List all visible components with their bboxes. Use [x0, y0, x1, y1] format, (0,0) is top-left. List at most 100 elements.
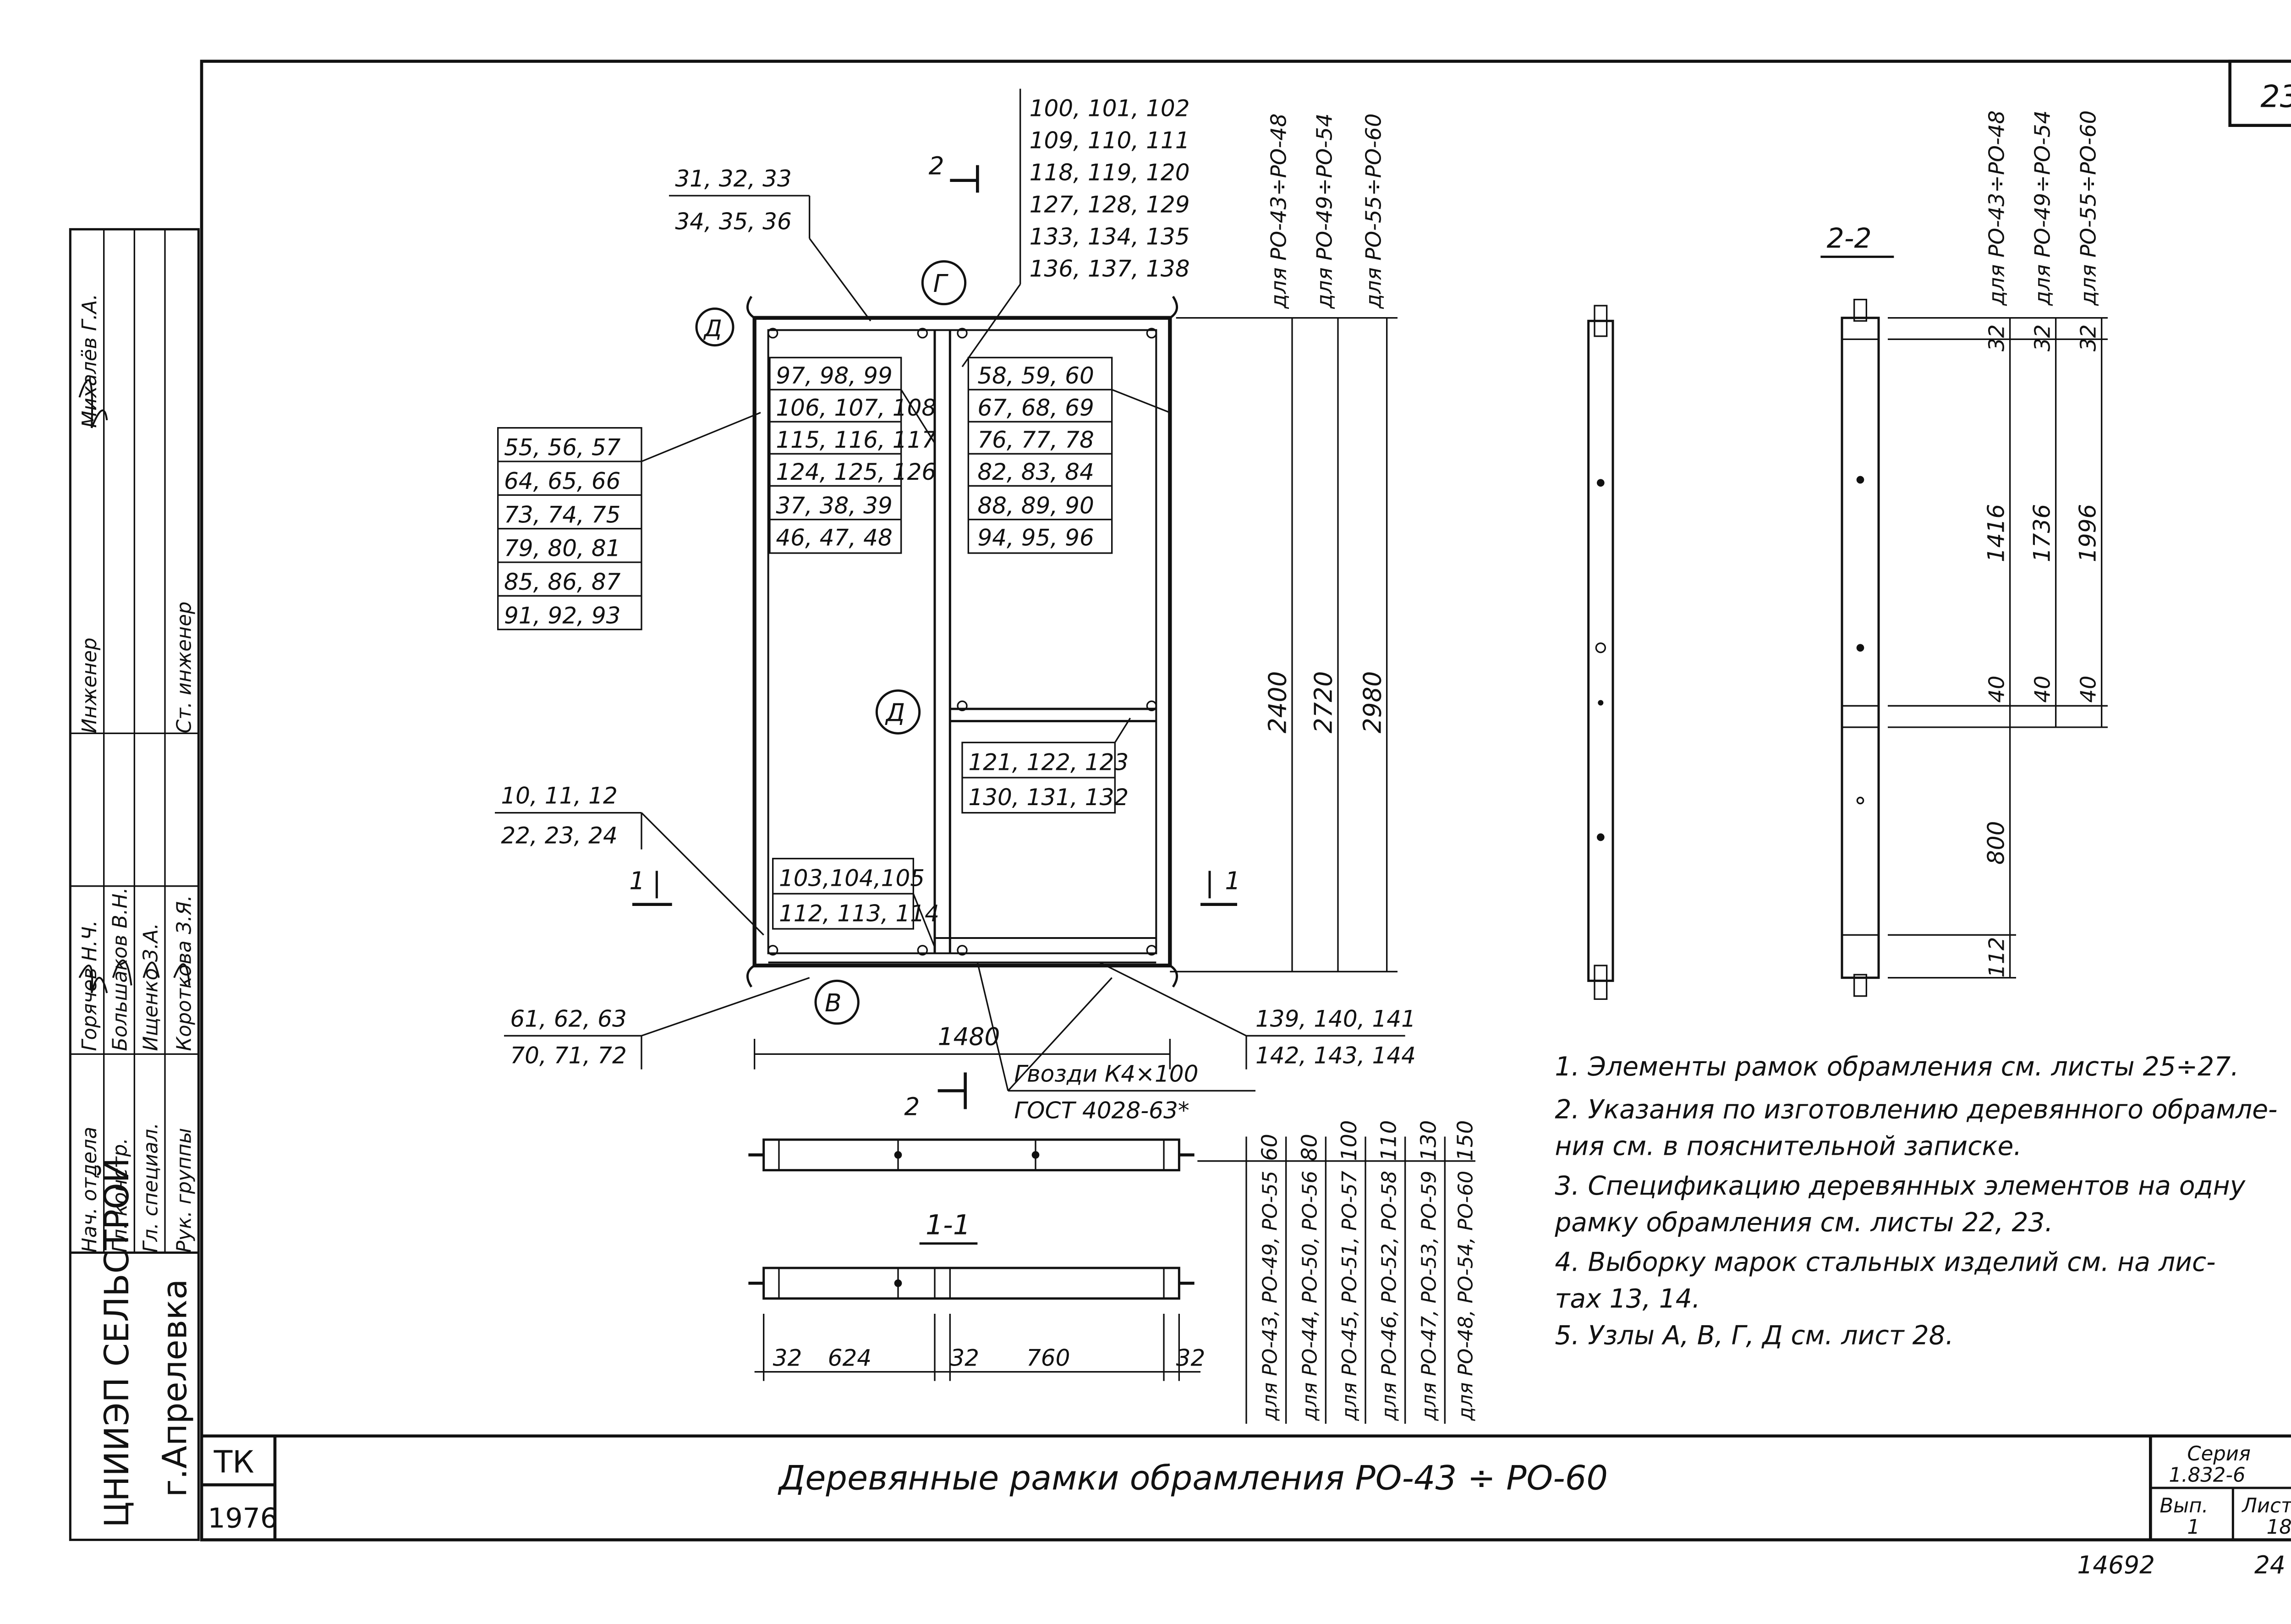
bottom-number-right: 24: [2254, 1551, 2286, 1580]
svg-text:для РО-49÷РО-54: для РО-49÷РО-54: [2030, 110, 2055, 306]
svg-text:106, 107, 108: 106, 107, 108: [776, 395, 936, 421]
sheet-number-box: [2228, 60, 2291, 127]
year: 1976: [208, 1503, 278, 1535]
svg-text:60: 60: [1258, 1134, 1283, 1161]
section-1-1-label: 1-1: [926, 1209, 970, 1241]
role-0: Нач. отдела: [78, 1127, 101, 1253]
main-view: Д Г Д В 2 2 1 1 31, 32, 33: [495, 88, 1416, 1124]
svg-text:82, 83, 84: 82, 83, 84: [977, 459, 1094, 485]
svg-text:127, 128, 129: 127, 128, 129: [1030, 192, 1190, 218]
sheet-value: 18: [2267, 1516, 2291, 1539]
group-lower-left: 10, 11, 12 22, 23, 24: [495, 783, 764, 936]
marker-v: [814, 979, 860, 1025]
role-3: Рук. группы: [173, 1128, 196, 1252]
svg-text:40: 40: [2076, 675, 2101, 702]
width-table: 60 80 100 110 130 150 для РО-43, РО-49, …: [1197, 1120, 1478, 1424]
svg-text:130: 130: [1416, 1120, 1441, 1161]
svg-text:121, 122, 123: 121, 122, 123: [968, 749, 1129, 775]
svg-text:1: 1: [629, 866, 645, 895]
svg-text:для РО-48, РО-54, РО-60: для РО-48, РО-54, РО-60: [1454, 1171, 1477, 1421]
svg-text:1416: 1416: [1983, 504, 2009, 562]
svg-text:для РО-49÷РО-54: для РО-49÷РО-54: [1313, 113, 1337, 309]
svg-text:136, 137, 138: 136, 137, 138: [1030, 256, 1190, 282]
svg-text:100: 100: [1337, 1120, 1362, 1161]
name-2: Ищенко З.А.: [139, 923, 162, 1051]
svg-text:22, 23, 24: 22, 23, 24: [501, 822, 617, 849]
svg-text:61, 62, 63: 61, 62, 63: [510, 1005, 626, 1032]
svg-text:103,104,105: 103,104,105: [779, 865, 925, 892]
group-top-left: 31, 32, 33 34, 35, 36: [669, 165, 871, 322]
svg-text:67, 68, 69: 67, 68, 69: [977, 395, 1094, 421]
side-member: [1587, 305, 1614, 1000]
role-2: Гл. специал.: [139, 1123, 162, 1253]
width-dimension: 1480: [754, 1022, 1171, 1070]
svg-text:1: 1: [1225, 866, 1240, 895]
svg-text:1480: 1480: [938, 1022, 1000, 1051]
sheet-frame: [200, 60, 2291, 1542]
svg-text:Гвозди К4×100: Гвозди К4×100: [1014, 1060, 1198, 1087]
issue-value: 1: [2187, 1516, 2200, 1539]
marker-d-top: [695, 307, 734, 347]
svg-text:32: 32: [950, 1344, 979, 1371]
svg-text:64, 65, 66: 64, 65, 66: [504, 468, 620, 494]
group-left-list: 55, 56, 57 64, 65, 66 73, 74, 75 79, 80,…: [497, 411, 761, 631]
svg-text:70, 71, 72: 70, 71, 72: [510, 1042, 626, 1069]
svg-text:112, 113, 114: 112, 113, 114: [779, 900, 939, 927]
svg-text:для РО-43, РО-49, РО-55: для РО-43, РО-49, РО-55: [1259, 1171, 1282, 1421]
role-5: Инженер: [78, 637, 101, 733]
svg-text:32: 32: [773, 1344, 802, 1371]
svg-text:для РО-46, РО-52, РО-58: для РО-46, РО-52, РО-58: [1378, 1171, 1401, 1421]
section-2-2: 2-2 32 32 32 1416 1736 1996 40 40 40 800…: [1820, 110, 2108, 997]
svg-text:55, 56, 57: 55, 56, 57: [504, 434, 621, 461]
svg-text:133, 134, 135: 133, 134, 135: [1030, 224, 1190, 250]
note-4: 4. Выборку марок стальных изделий см. на…: [1555, 1247, 2215, 1278]
svg-text:624: 624: [828, 1344, 871, 1371]
svg-text:для РО-47, РО-53, РО-59: для РО-47, РО-53, РО-59: [1418, 1171, 1441, 1421]
side-stamp: Нач. отдела Горячев Н.Ч. Гл. констр. Бол…: [69, 228, 200, 1541]
org-line1: ЦНИИЭП СЕЛЬСТРОЙ: [97, 1158, 137, 1527]
svg-text:34, 35, 36: 34, 35, 36: [675, 208, 791, 235]
cut-2-top: 2: [929, 151, 979, 193]
svg-text:118, 119, 120: 118, 119, 120: [1030, 159, 1190, 186]
svg-text:88, 89, 90: 88, 89, 90: [977, 492, 1094, 519]
series-label: Серия: [2187, 1443, 2251, 1465]
svg-text:115, 116, 117: 115, 116, 117: [776, 427, 936, 453]
section-2-2-label: 2-2: [1827, 222, 1872, 254]
svg-text:для РО-55÷РО-60: для РО-55÷РО-60: [1361, 113, 1386, 309]
svg-text:2720: 2720: [1309, 671, 1338, 734]
marker-g: [921, 260, 967, 306]
cut-1-right: 1: [1200, 866, 1240, 906]
svg-text:109, 110, 111: 109, 110, 111: [1030, 127, 1190, 154]
cut-1-left: 1: [629, 866, 672, 906]
svg-text:124, 125, 126: 124, 125, 126: [776, 459, 936, 485]
cut-2-bottom: 2: [904, 1072, 967, 1121]
svg-text:В: В: [825, 988, 842, 1017]
svg-text:112: 112: [1984, 937, 2009, 978]
height-dimensions: 2400 2720 2980 для РО-43÷РО-48 для РО-49…: [1170, 113, 1398, 973]
group-bottom-left: 61, 62, 63 70, 71, 72: [504, 977, 810, 1070]
section-plan-top: [748, 1138, 1195, 1172]
issue-label: Вып.: [2159, 1494, 2208, 1517]
svg-text:10, 11, 12: 10, 11, 12: [501, 783, 617, 809]
svg-text:40: 40: [2030, 675, 2055, 702]
svg-text:Д: Д: [703, 315, 722, 342]
svg-text:для РО-43÷РО-48: для РО-43÷РО-48: [1984, 110, 2009, 306]
note-4b: тах 13, 14.: [1555, 1284, 1700, 1314]
svg-text:139, 140, 141: 139, 140, 141: [1255, 1005, 1416, 1032]
signature-marks: [78, 379, 191, 993]
svg-text:32: 32: [2076, 324, 2101, 351]
series-value: 1.832-6: [2169, 1464, 2245, 1487]
svg-text:1996: 1996: [2074, 504, 2101, 562]
sheet-label: Лист: [2241, 1494, 2291, 1517]
role-1: Гл. констр.: [109, 1138, 132, 1253]
svg-text:80: 80: [1297, 1134, 1322, 1161]
svg-text:2400: 2400: [1263, 671, 1292, 734]
svg-text:85, 86, 87: 85, 86, 87: [504, 569, 621, 595]
notes: 1. Элементы рамок обрамления см. листы 2…: [1554, 1052, 2277, 1351]
group-top-right: 100, 101, 102 109, 110, 111 118, 119, 12…: [961, 88, 1190, 368]
name-0: Горячев Н.Ч.: [78, 920, 101, 1051]
group-mid-right: 121, 122, 123 130, 131, 132: [961, 718, 1131, 814]
note-1: 1. Элементы рамок обрамления см. листы 2…: [1555, 1052, 2239, 1082]
frame-outer: [752, 316, 1172, 968]
